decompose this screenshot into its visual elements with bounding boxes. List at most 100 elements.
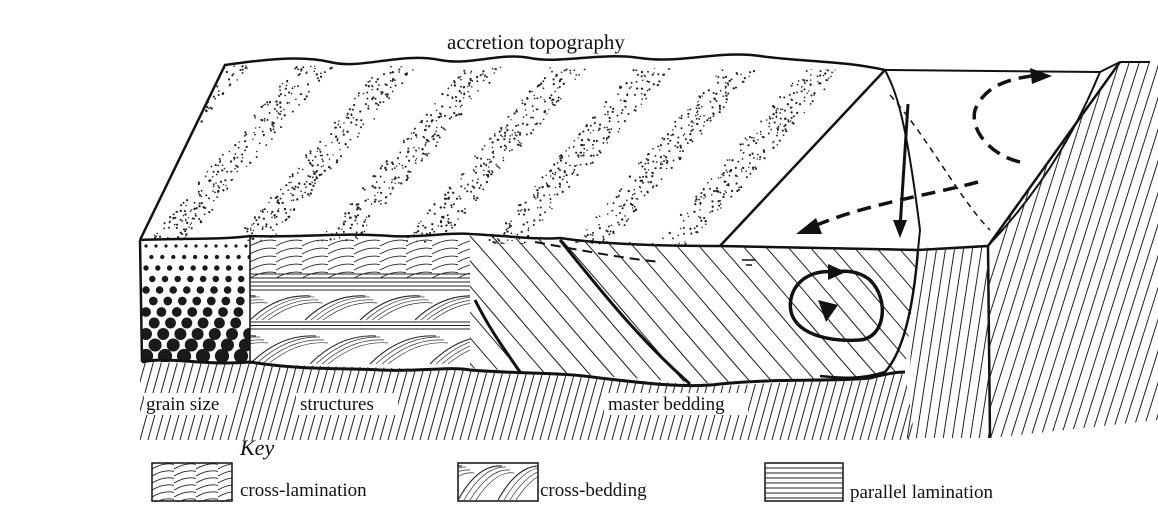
sand-dot: [727, 82, 729, 84]
sand-dot: [628, 190, 630, 192]
sand-dot: [708, 89, 710, 91]
grain-dot: [184, 244, 187, 247]
sand-dot: [106, 220, 108, 222]
sand-dot: [470, 98, 471, 99]
sand-dot: [571, 173, 573, 175]
sand-dot: [307, 175, 309, 177]
sand-dot: [475, 172, 477, 174]
sand-dot: [723, 106, 725, 108]
sand-dot: [285, 219, 287, 221]
sand-dot: [185, 205, 187, 207]
sand-dot: [210, 72, 211, 73]
sand-dot: [377, 78, 379, 80]
sand-dot: [421, 232, 423, 234]
sand-dot: [719, 111, 721, 113]
sand-dot: [279, 102, 281, 104]
sand-dot: [513, 138, 515, 140]
sand-dot: [480, 74, 482, 76]
sand-dot: [647, 71, 649, 73]
sand-dot: [218, 94, 220, 96]
sand-dot: [757, 139, 759, 141]
sand-dot: [194, 202, 196, 204]
sand-dot: [825, 68, 827, 70]
sand-dot: [222, 189, 224, 191]
sand-dot: [447, 191, 449, 193]
sand-dot: [359, 208, 361, 210]
sand-dot: [244, 67, 246, 69]
sand-dot: [480, 164, 482, 166]
sand-dot: [673, 160, 675, 162]
sand-dot: [534, 186, 535, 187]
sand-dot: [119, 184, 121, 186]
sand-dot: [305, 154, 307, 156]
sand-dot: [434, 133, 436, 135]
sand-dot: [448, 218, 450, 220]
sand-dot: [233, 73, 235, 75]
sand-dot: [722, 95, 724, 97]
sand-dot: [261, 119, 263, 121]
sand-dot: [417, 225, 419, 227]
sand-dot: [705, 220, 707, 222]
sand-dot: [62, 242, 64, 244]
sand-dot: [253, 132, 254, 133]
sand-dot: [429, 232, 431, 234]
sand-dot: [516, 109, 518, 111]
sand-dot: [421, 160, 423, 162]
sand-dot: [617, 115, 619, 117]
lamina-arc: [276, 256, 302, 262]
sand-dot: [390, 87, 392, 89]
sand-dot: [228, 151, 230, 153]
sand-dot: [310, 153, 312, 155]
sand-dot: [790, 99, 792, 101]
sand-dot: [72, 229, 74, 231]
sand-dot: [277, 112, 279, 114]
sand-dot: [757, 154, 759, 156]
sand-dot: [575, 241, 577, 243]
sand-dot: [569, 70, 571, 72]
sand-dot: [667, 160, 669, 162]
sand-dot: [395, 85, 397, 87]
sand-dot: [498, 239, 500, 241]
sand-dot: [654, 155, 656, 157]
sand-dot: [690, 130, 692, 132]
sand-dot: [449, 187, 451, 189]
sand-dot: [644, 194, 646, 196]
sand-dot: [787, 103, 789, 105]
sand-dot: [719, 108, 721, 110]
sand-dot: [87, 234, 89, 236]
sand-dot: [205, 194, 207, 196]
sand-dot: [803, 79, 805, 81]
sand-dot: [662, 237, 664, 239]
sand-dot: [700, 220, 702, 222]
sand-dot: [693, 211, 695, 213]
sand-dot: [552, 104, 554, 106]
sand-dot: [314, 182, 316, 184]
grain-dot: [237, 286, 245, 294]
sand-dot: [453, 203, 455, 205]
sand-dot: [482, 70, 484, 72]
sand-dot: [401, 82, 403, 84]
sand-dot: [306, 156, 308, 158]
sand-dot: [335, 127, 337, 129]
sand-dot: [523, 223, 525, 225]
sand-dot: [132, 165, 134, 167]
sand-dot: [727, 172, 728, 173]
sand-dot: [407, 138, 409, 140]
sand-dot: [518, 213, 520, 215]
grain-dot: [214, 265, 219, 270]
water-level-symbol: [742, 260, 756, 265]
grain-dot: [207, 297, 216, 306]
sand-dot: [512, 129, 514, 131]
sand-dot: [749, 71, 751, 73]
sand-dot: [300, 68, 302, 70]
sand-dot: [472, 185, 474, 187]
sand-dot: [126, 194, 128, 196]
sand-dot: [181, 100, 183, 102]
lamina-arc: [432, 240, 458, 246]
sand-dot: [599, 152, 601, 154]
sand-dot: [801, 86, 803, 88]
sand-dot: [824, 72, 826, 74]
sand-dot: [740, 186, 742, 188]
sand-dot: [182, 202, 184, 204]
sand-dot: [130, 170, 132, 172]
